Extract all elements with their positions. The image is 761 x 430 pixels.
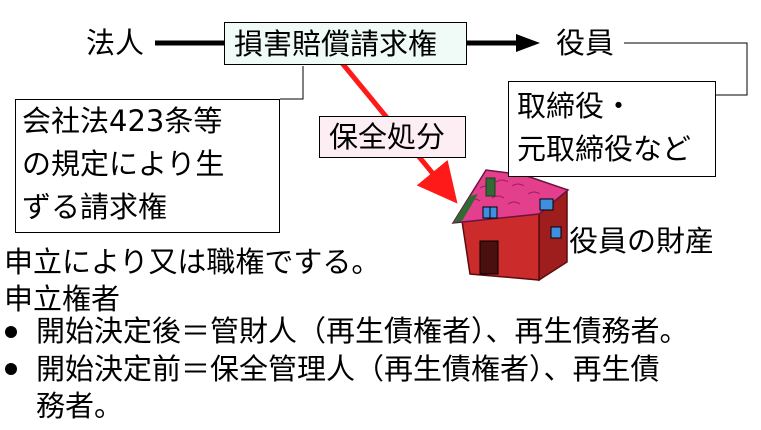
bullet-dot-1 xyxy=(5,326,17,338)
bullet-item-2-cont: 務者。 xyxy=(36,389,124,423)
officer-leader-line xyxy=(624,42,748,96)
filing-parties-heading: 申立権者 xyxy=(4,282,121,316)
roof-edge xyxy=(453,194,478,223)
bullet-dot-2 xyxy=(5,363,17,375)
house-door xyxy=(479,240,499,275)
claim-basis-box: 会社法423条等 の規定により生 ずる請求権 xyxy=(15,99,280,233)
house-window-side xyxy=(550,226,562,239)
corporation-label: 法人 xyxy=(86,26,145,60)
claim-basis-line-1: 会社法423条等 xyxy=(22,104,223,138)
house-illustration xyxy=(451,169,570,282)
officers-label: 役員 xyxy=(556,26,615,60)
claim-basis-leader-line xyxy=(280,66,304,100)
claim-basis-line-2: の規定により生 xyxy=(22,147,225,181)
officer-assets-label: 役員の財産 xyxy=(569,224,715,258)
officer-example-line-1: 取締役・ xyxy=(517,89,634,123)
officer-example-line-2: 元取締役など xyxy=(517,132,692,166)
bullet-item-1: 開始決定後＝管財人（再生債権者）、再生債務者。 xyxy=(36,314,689,348)
claim-right-box: 損害賠償請求権 xyxy=(224,22,467,65)
preservation-box: 保全処分 xyxy=(319,116,466,158)
officer-examples-box: 取締役・ 元取締役など xyxy=(508,81,716,177)
bullet-item-2: 開始決定前＝保全管理人（再生債権者）、再生債 xyxy=(36,352,660,386)
house-window-right xyxy=(539,198,554,211)
claim-to-officer-arrowhead xyxy=(516,34,540,52)
preservation-label: 保全処分 xyxy=(329,120,446,154)
house-roof xyxy=(451,169,570,224)
chimney xyxy=(485,177,496,197)
filing-statement: 申立により又は職権でする。 xyxy=(4,245,381,279)
claim-right-label: 損害賠償請求権 xyxy=(234,27,438,61)
claim-basis-line-3: ずる請求権 xyxy=(22,190,168,224)
house-front-wall xyxy=(461,211,540,281)
